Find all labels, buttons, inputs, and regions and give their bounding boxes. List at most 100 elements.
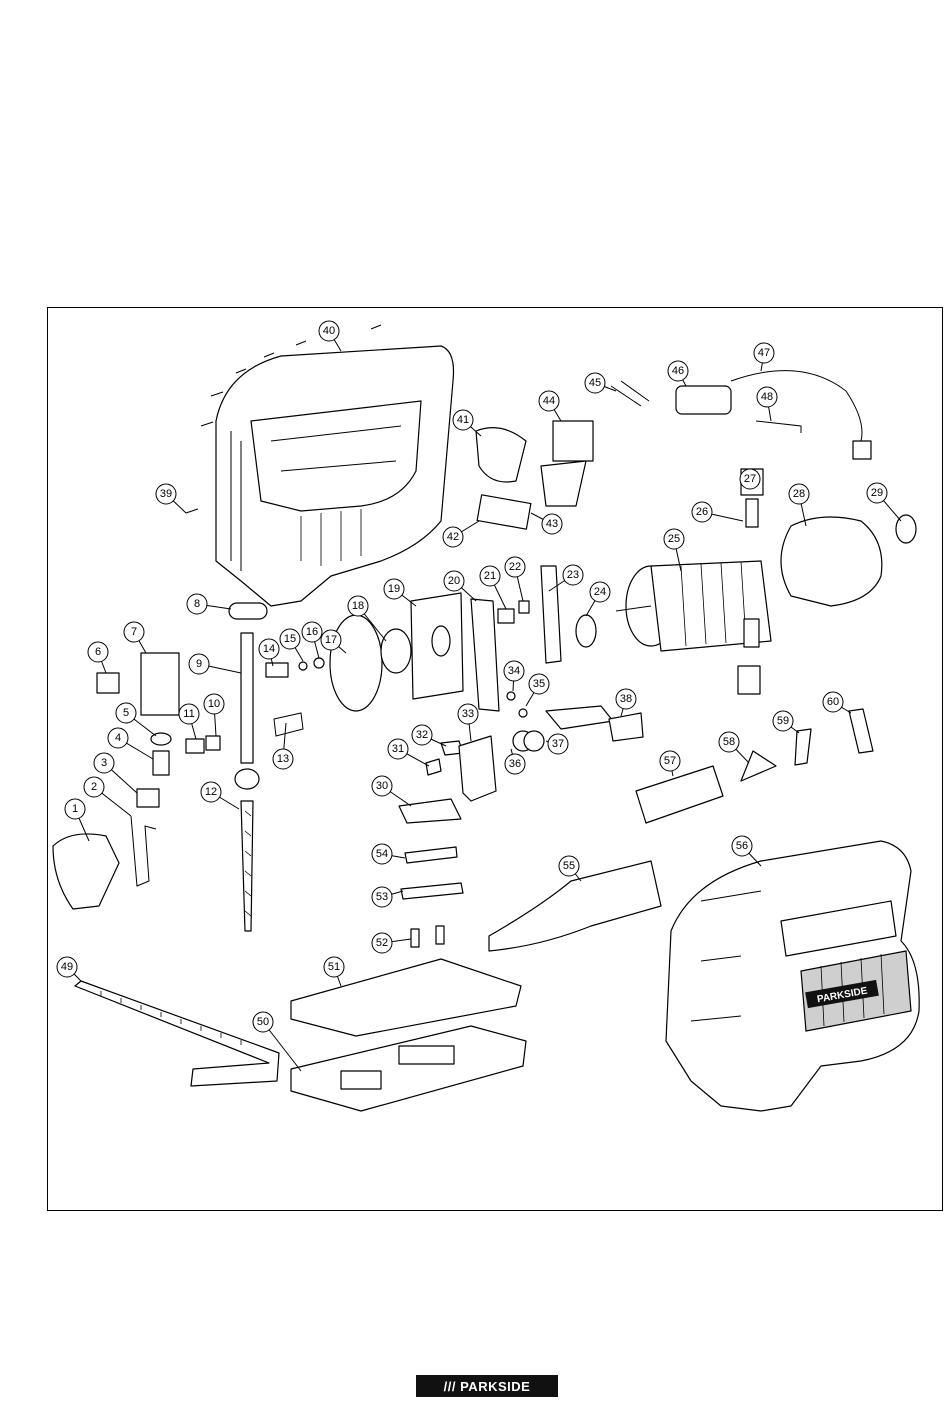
callout-label-15: 15 — [284, 633, 296, 645]
callout-3: 3 — [94, 753, 114, 773]
callout-label-31: 31 — [392, 743, 404, 755]
callout-17: 17 — [321, 630, 341, 650]
callout-38: 38 — [616, 689, 636, 709]
callout-55: 55 — [559, 856, 579, 876]
callout-43: 43 — [542, 514, 562, 534]
callout-26: 26 — [692, 502, 712, 522]
assembled-jigsaw: PARKSIDE — [666, 841, 919, 1111]
callout-label-44: 44 — [543, 395, 555, 407]
callout-label-9: 9 — [196, 658, 202, 670]
callout-48: 48 — [757, 387, 777, 407]
callout-20: 20 — [444, 571, 464, 591]
callout-34: 34 — [504, 661, 524, 681]
callout-40: 40 — [319, 321, 339, 341]
callout-label-42: 42 — [447, 531, 459, 543]
callout-11: 11 — [179, 704, 199, 724]
callout-30: 30 — [372, 776, 392, 796]
callout-label-4: 4 — [115, 732, 121, 744]
callout-label-37: 37 — [552, 738, 564, 750]
callout-label-32: 32 — [416, 729, 428, 741]
callout-label-54: 54 — [376, 848, 388, 860]
callout-label-22: 22 — [509, 561, 521, 573]
callout-label-14: 14 — [263, 643, 275, 655]
callout-57: 57 — [660, 751, 680, 771]
callout-label-45: 45 — [589, 377, 601, 389]
callout-10: 10 — [204, 694, 224, 714]
callout-label-1: 1 — [72, 803, 78, 815]
callout-label-41: 41 — [457, 414, 469, 426]
callout-label-34: 34 — [508, 665, 520, 677]
callout-36: 36 — [505, 754, 525, 774]
callout-label-3: 3 — [101, 757, 107, 769]
callout-label-8: 8 — [194, 598, 200, 610]
parkside-logo: /// PARKSIDE — [416, 1375, 558, 1397]
callout-31: 31 — [388, 739, 408, 759]
accessories — [75, 847, 661, 1111]
callout-59: 59 — [773, 711, 793, 731]
callout-51: 51 — [324, 957, 344, 977]
power-cable — [611, 371, 871, 459]
callout-label-48: 48 — [761, 391, 773, 403]
callout-56: 56 — [732, 836, 752, 856]
callout-44: 44 — [539, 391, 559, 411]
callout-14: 14 — [259, 639, 279, 659]
callout-label-50: 50 — [257, 1016, 269, 1028]
callout-label-60: 60 — [827, 696, 839, 708]
callout-label-20: 20 — [448, 575, 460, 587]
callout-label-57: 57 — [664, 755, 676, 767]
callout-label-27: 27 — [744, 473, 756, 485]
switch-assembly — [476, 421, 593, 529]
callout-label-11: 11 — [183, 708, 194, 720]
callout-label-6: 6 — [95, 646, 101, 658]
callout-60: 60 — [823, 692, 843, 712]
callout-46: 46 — [668, 361, 688, 381]
callout-label-43: 43 — [546, 518, 558, 530]
callout-15: 15 — [280, 629, 300, 649]
callout-label-55: 55 — [563, 860, 575, 872]
callout-6: 6 — [88, 642, 108, 662]
callout-label-28: 28 — [793, 488, 805, 500]
callout-2: 2 — [84, 777, 104, 797]
callout-19: 19 — [384, 579, 404, 599]
callout-label-7: 7 — [131, 626, 137, 638]
callout-5: 5 — [116, 703, 136, 723]
callout-label-38: 38 — [620, 693, 632, 705]
callout-label-21: 21 — [484, 570, 496, 582]
callout-label-10: 10 — [208, 698, 220, 710]
callout-label-47: 47 — [758, 347, 770, 359]
callout-58: 58 — [719, 732, 739, 752]
callout-16: 16 — [302, 622, 322, 642]
callout-label-40: 40 — [323, 325, 335, 337]
callout-39: 39 — [156, 484, 176, 504]
callout-7: 7 — [124, 622, 144, 642]
callout-label-56: 56 — [736, 840, 748, 852]
callout-22: 22 — [505, 557, 525, 577]
housing-shell — [216, 346, 454, 606]
callout-12: 12 — [201, 782, 221, 802]
callout-25: 25 — [664, 529, 684, 549]
guide-parts — [53, 653, 220, 909]
callout-24: 24 — [590, 582, 610, 602]
callout-8: 8 — [187, 594, 207, 614]
callout-label-24: 24 — [594, 586, 606, 598]
callout-label-59: 59 — [777, 715, 789, 727]
callout-label-17: 17 — [325, 634, 337, 646]
callout-1: 1 — [65, 799, 85, 819]
callout-label-35: 35 — [533, 678, 545, 690]
callout-42: 42 — [443, 527, 463, 547]
callout-29: 29 — [867, 483, 887, 503]
callout-53: 53 — [372, 887, 392, 907]
callout-33: 33 — [458, 704, 478, 724]
callout-label-5: 5 — [123, 707, 129, 719]
callout-47: 47 — [754, 343, 774, 363]
callout-18: 18 — [348, 596, 368, 616]
callout-label-23: 23 — [567, 569, 579, 581]
callout-label-19: 19 — [388, 583, 400, 595]
callout-label-30: 30 — [376, 780, 388, 792]
callout-label-13: 13 — [277, 753, 289, 765]
callout-label-51: 51 — [328, 961, 340, 973]
callout-label-39: 39 — [160, 488, 172, 500]
callout-21: 21 — [480, 566, 500, 586]
callout-label-16: 16 — [306, 626, 318, 638]
exploded-view-diagram: PARKSIDE 1234567891011121314151617181920… — [48, 308, 944, 1212]
